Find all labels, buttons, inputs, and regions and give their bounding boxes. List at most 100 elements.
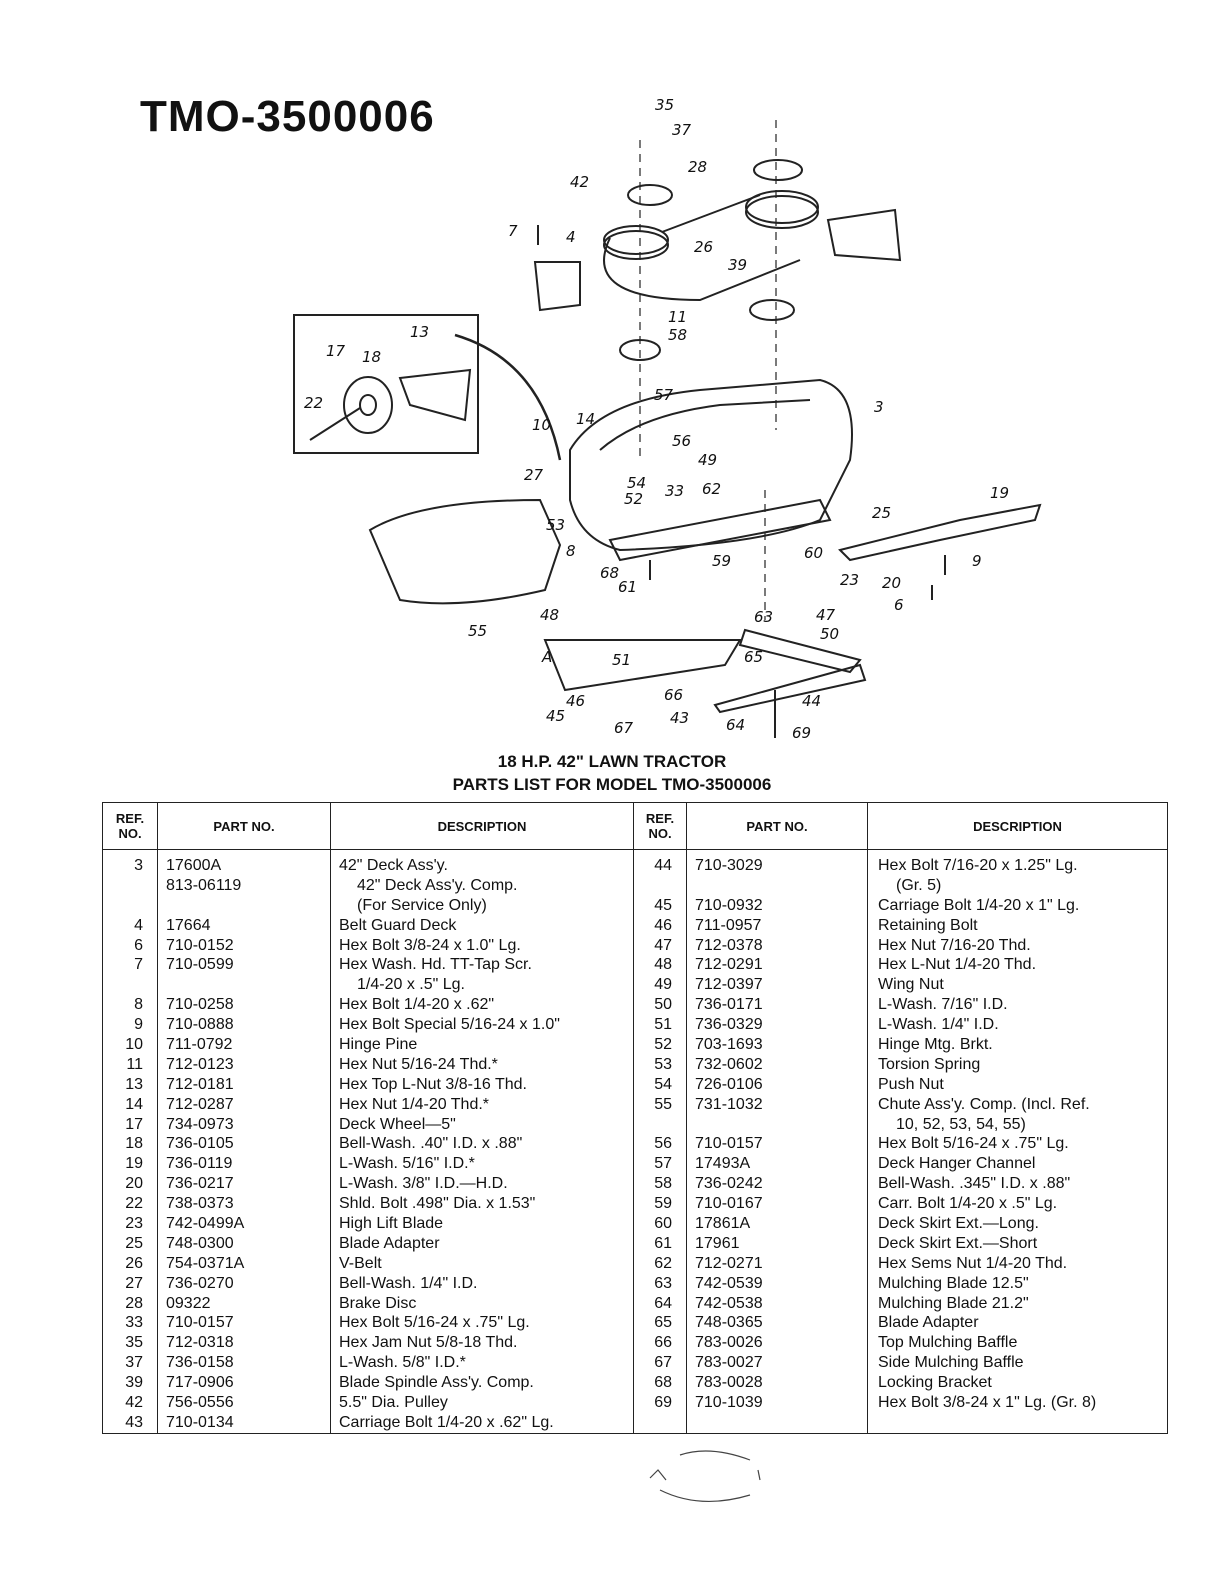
callout-44: 44	[802, 692, 821, 710]
callout-42: 42	[570, 173, 589, 191]
ref-number: 63	[654, 1274, 672, 1292]
callout-9: 9	[972, 552, 982, 570]
callout-13: 13	[410, 323, 429, 341]
part-description: Hex Bolt 7/16-20 x 1.25" Lg.	[878, 857, 1078, 874]
callout-23: 23	[840, 571, 859, 589]
callout-59: 59	[712, 552, 731, 570]
model-title: TMO-3500006	[140, 92, 435, 141]
ref-number: 57	[654, 1155, 672, 1173]
part-number: 736-0158	[166, 1354, 234, 1372]
part-description: 10, 52, 53, 54, 55)	[896, 1115, 1026, 1133]
part-description: Hex Top L-Nut 3/8-16 Thd.	[339, 1075, 527, 1093]
part-description: Hex Jam Nut 5/8-18 Thd.	[339, 1334, 518, 1352]
belt-guard-left	[533, 261, 581, 312]
callout-45: 45	[546, 707, 565, 725]
callout-55: 55	[468, 622, 487, 640]
ref-number: 54	[654, 1075, 672, 1093]
ref-number: 64	[654, 1294, 672, 1312]
part-description: Deck Wheel—5"	[339, 1115, 456, 1133]
part-description: Side Mulching Baffle	[878, 1354, 1024, 1372]
callout-37: 37	[672, 121, 692, 139]
mulching-blade-upper	[738, 628, 862, 674]
part-description: Hex Wash. Hd. TT-Tap Scr.	[339, 956, 532, 974]
part-number: 738-0373	[166, 1195, 234, 1213]
callout-50: 50	[820, 625, 839, 643]
ref-number	[634, 876, 672, 896]
callout-28: 28	[688, 158, 707, 176]
ref-number: 46	[654, 916, 672, 934]
part-description: Hex Bolt 3/8-24 x 1" Lg. (Gr. 8)	[878, 1394, 1097, 1412]
ref-number: 66	[654, 1334, 672, 1352]
part-description: Hinge Mtg. Brkt.	[878, 1036, 993, 1054]
part-description: 42" Deck Ass'y.	[339, 857, 448, 874]
ref-number: 14	[125, 1095, 143, 1113]
part-number: 710-0888	[166, 1016, 234, 1034]
callout-64: 64	[726, 716, 745, 734]
callout-11: 11	[668, 308, 687, 326]
ref-number: 11	[126, 1055, 143, 1073]
callout-20: 20	[882, 574, 901, 592]
belt-guard-right	[826, 208, 902, 262]
part-description: Chute Ass'y. Comp. (Incl. Ref.	[878, 1095, 1090, 1113]
diagram-caption: 18 H.P. 42" LAWN TRACTOR	[497, 752, 727, 771]
part-number: 711-0957	[695, 916, 762, 934]
ref-number: 42	[125, 1394, 143, 1412]
part-description: Bell-Wash. .345" I.D. x .88"	[878, 1175, 1071, 1193]
ref-number: 19	[125, 1155, 143, 1173]
part-number: 712-0378	[695, 936, 763, 954]
part-description: Hinge Pine	[339, 1036, 418, 1054]
ref-number: 4	[134, 916, 143, 934]
pulley-right	[745, 195, 819, 229]
ref-number: 43	[125, 1413, 143, 1431]
ref-number: 10	[125, 1036, 143, 1054]
header-description-right: DESCRIPTION	[867, 802, 1168, 850]
callout-66: 66	[664, 686, 683, 704]
part-number: 783-0027	[695, 1354, 763, 1372]
part-description: Hex Nut 7/16-20 Thd.	[878, 936, 1031, 954]
callout-A: A	[541, 648, 552, 666]
header-part-no-left: PART NO.	[157, 802, 331, 850]
part-number: 717-0906	[166, 1374, 234, 1392]
part-description: Deck Skirt Ext.—Short	[878, 1234, 1038, 1252]
deck-wheel	[343, 376, 393, 434]
part-number: 731-1032	[695, 1095, 763, 1113]
desc-column-right: Hex Bolt 7/16-20 x 1.25" Lg.(Gr. 5)Carri…	[867, 849, 1168, 1434]
part-description: Mulching Blade 12.5"	[878, 1274, 1029, 1292]
part-description: Hex L-Nut 1/4-20 Thd.	[878, 956, 1037, 974]
callout-62: 62	[702, 480, 721, 498]
part-description: Belt Guard Deck	[339, 916, 457, 934]
part-number: 710-0152	[166, 936, 234, 954]
part-description: Retaining Bolt	[878, 916, 978, 934]
part-number: 748-0300	[166, 1234, 234, 1252]
callout-43: 43	[670, 709, 689, 727]
callout-57: 57	[654, 386, 674, 404]
header-ref-no-left: REF. NO.	[102, 802, 158, 850]
callout-58: 58	[668, 326, 687, 344]
part-description: Hex Bolt 5/16-24 x .75" Lg.	[878, 1135, 1069, 1153]
callout-7: 7	[508, 222, 518, 240]
part-number: 712-0291	[695, 956, 763, 974]
part-number: 736-0242	[695, 1175, 763, 1193]
part-number: 732-0602	[695, 1055, 763, 1073]
ref-number: 37	[125, 1354, 143, 1372]
part-description: L-Wash. 5/16" I.D.*	[339, 1155, 475, 1173]
part-description: Blade Adapter	[878, 1314, 979, 1332]
callout-26: 26	[694, 238, 713, 256]
handwritten-signature	[649, 1450, 761, 1502]
callout-35: 35	[655, 96, 674, 114]
part-number: 742-0499A	[166, 1215, 245, 1233]
part-description: Shld. Bolt .498" Dia. x 1.53"	[339, 1195, 536, 1213]
ref-number: 22	[125, 1195, 143, 1213]
ref-number: 25	[125, 1234, 143, 1252]
ref-number: 47	[654, 936, 672, 954]
part-number: 17664	[166, 916, 211, 934]
part-description: Torsion Spring	[878, 1055, 981, 1073]
desc-column-left: 42" Deck Ass'y.42" Deck Ass'y. Comp.(For…	[330, 849, 634, 1434]
part-number: 734-0973	[166, 1115, 234, 1133]
callout-27: 27	[524, 466, 544, 484]
ref-number: 3	[134, 857, 143, 874]
part-description: Push Nut	[878, 1075, 944, 1093]
part-description: Carriage Bolt 1/4-20 x .62" Lg.	[339, 1413, 554, 1431]
